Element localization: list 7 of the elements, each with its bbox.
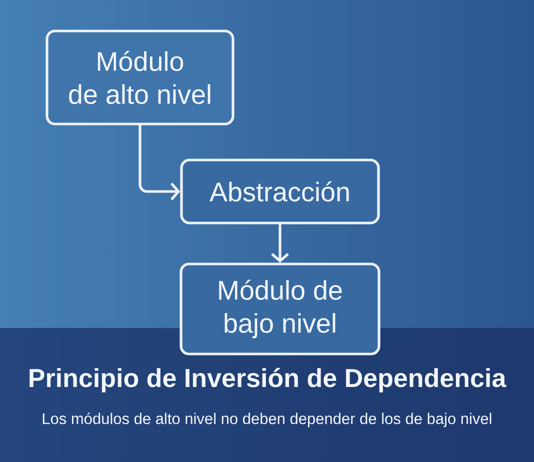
rounded-box: Abstracción (180, 158, 380, 224)
arrow (138, 124, 180, 200)
rounded-box: Módulo de alto nivel (46, 30, 234, 126)
arrow (271, 223, 289, 263)
subtitle: Los módulos de alto nivel no deben depender de los de bajo nivel (42, 412, 492, 428)
rounded-box: Módulo de bajo nivel (180, 262, 380, 356)
title: Principio de Inversión de Dependencia (30, 368, 506, 392)
